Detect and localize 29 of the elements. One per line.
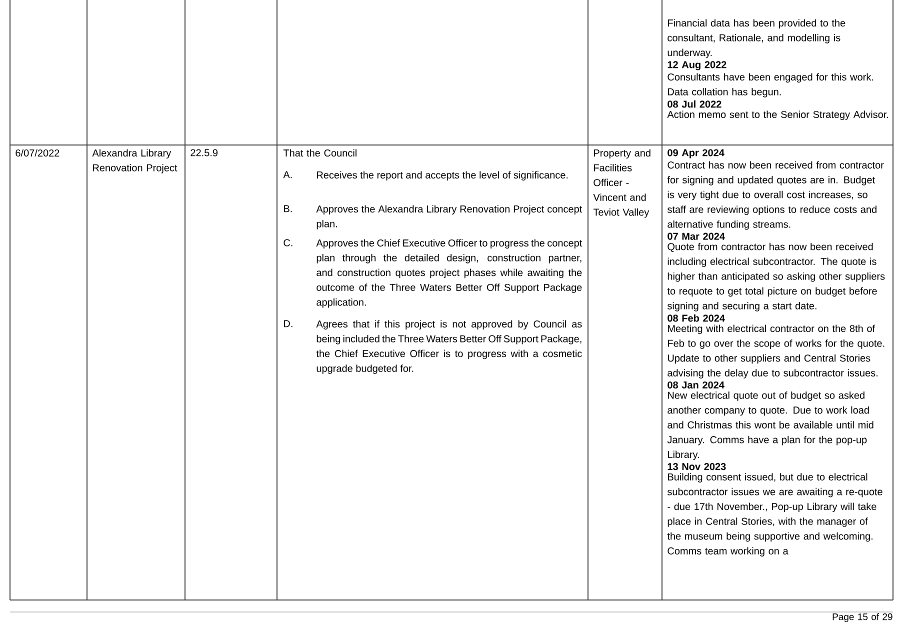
list-item-text: Approves the Chief Executive Officer to progress the concept plan through the detailed design, construction partner, and construction quotes project phases while awaiting the outcome of the Three Waters Better Off Support Package application. (316, 239, 582, 308)
cell-text: Alexandra Library Renovation Project (92, 149, 178, 174)
cell-text: New electrical quote out of budget so asked another company to quote. Due to work load and Christmas this wont be available until mid January. Comms have a plan for the pop-up Library. (667, 392, 874, 460)
date-heading: 08 Jul 2022 (668, 100, 722, 108)
cell-text: That the Council (283, 149, 356, 157)
page-number: Page 15 of 29 (832, 613, 892, 622)
list-marker: B. (284, 205, 292, 212)
cell-text: Consultants have been engaged for this work. Data collation has begun. (668, 73, 874, 98)
list-item-text: Approves the Alexandra Library Renovation Project concept plan. (316, 205, 582, 230)
date-heading: 13 Nov 2023 (668, 463, 726, 470)
cell-text: 22.5.9 (190, 149, 218, 156)
list-item-text: Agrees that if this project is not approved by Council as being included the Three Waters Better Off Support Package, the Chief Executive Officer is to progress with a cosmetic upgrade budgeted for. (316, 320, 582, 374)
cell-text: Action memo sent to the Senior Strategy Advisor. (667, 110, 888, 120)
cell-text: Meeting with electrical contractor on the 8th of Feb to go over the scope of works for the quote. Update to other suppliers and Central Stories advising the delay due to subcontractor issues. (668, 324, 884, 378)
list-item-text: Receives the report and accepts the level of significance. (317, 171, 568, 181)
cell-text: Building consent issued, but due to electrical subcontractor issues we are awaiting a re-quote - due 17th November., Pop-up Library will take place in Central Stories, with the manager of the museum being supportive and welcoming. Comms team working on a (667, 473, 882, 556)
cell-text: Property and Facilities Officer - Vincent and Teviot Valley (593, 149, 650, 218)
date-heading: 07 Mar 2024 (668, 232, 725, 240)
date-heading: 12 Aug 2022 (668, 61, 726, 70)
date-heading: 09 Apr 2024 (668, 149, 724, 158)
cell-text: 6/07/2022 (16, 149, 60, 157)
date-heading: 08 Jan 2024 (668, 381, 724, 389)
cell-text: Quote from contractor has now been received including electrical subcontractor. The quote is higher than anticipated so asking other suppliers to requote to get total picture on budget before signing and securing a start date. (667, 242, 885, 312)
list-marker: D. (284, 320, 292, 328)
cell-text: Contract has now been received from contractor for signing and updated quotes are in. Budget is very tight due to overall cost increases, so staff are reviewing options to reduce costs and alternative funding streams. (667, 161, 884, 230)
list-marker: A. (283, 171, 292, 178)
date-heading: 08 Feb 2024 (668, 314, 725, 322)
list-marker: C. (284, 239, 292, 246)
cell-text: Financial data has been provided to the consultant, Rationale, and modelling is underway. (668, 19, 846, 58)
